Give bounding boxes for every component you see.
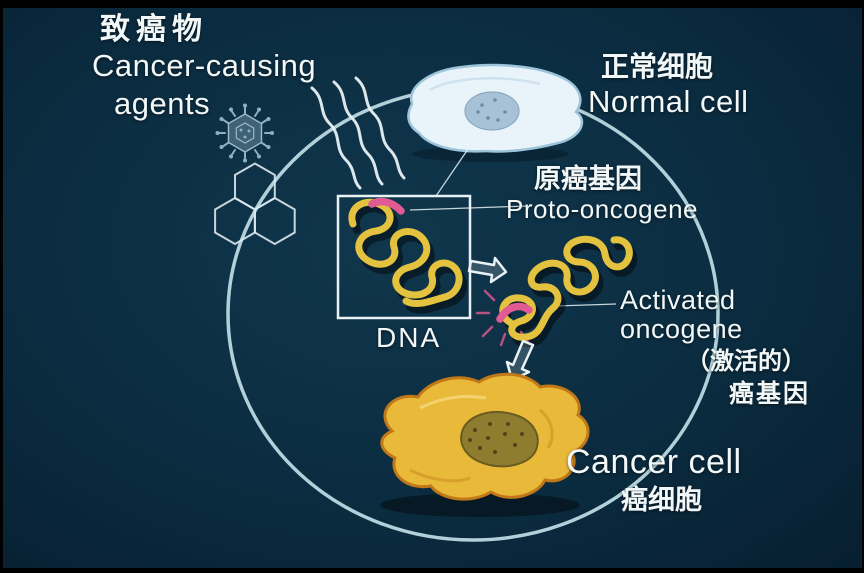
activated-oncogene-pointer-line (555, 303, 617, 307)
oncogene-burst (475, 289, 530, 347)
label-carcinogens-zh: 致癌物 (100, 13, 208, 46)
aromatic-hydrocarbon-icon (214, 162, 296, 246)
arrow-right-icon (467, 256, 508, 284)
radiation-squiggle-icon (310, 76, 406, 190)
proto-oncogene-segment (368, 197, 405, 215)
normal-nucleus-speckles (476, 98, 507, 122)
label-carcinogens-en-line1: Cancer-causing (92, 48, 317, 83)
normal-cell-illustration (407, 63, 584, 162)
dna-box (336, 194, 472, 320)
virus-icon (215, 103, 274, 163)
label-cancer-cell-en: Cancer cell (566, 443, 742, 481)
label-dna: DNA (376, 322, 442, 353)
label-activated-oncogene-zh-line2: 癌基因 (729, 380, 811, 408)
label-proto-oncogene-zh: 原癌基因 (534, 164, 642, 194)
label-activated-oncogene-en-line1: Activated (620, 285, 736, 315)
label-normal-cell-zh: 正常细胞 (601, 51, 714, 82)
label-carcinogens-en-line2: agents (114, 86, 211, 121)
label-cancer-cell-zh: 癌细胞 (621, 485, 702, 515)
label-normal-cell-en: Normal cell (588, 84, 749, 119)
activated-oncogene-dna (475, 239, 633, 347)
cancer-nucleus-speckles (468, 422, 524, 454)
dna-tangle (352, 202, 459, 303)
label-proto-oncogene-en: Proto-oncogene (506, 194, 699, 224)
label-activated-oncogene-zh-line1: （激活的） (686, 348, 806, 375)
label-activated-oncogene-en-line2: oncogene (620, 314, 743, 344)
cancer-cell-illustration (380, 372, 590, 517)
virus-spike-tips (215, 103, 274, 163)
activated-oncogene-segment (496, 302, 533, 323)
normal-cell-to-dna-line (435, 129, 482, 197)
